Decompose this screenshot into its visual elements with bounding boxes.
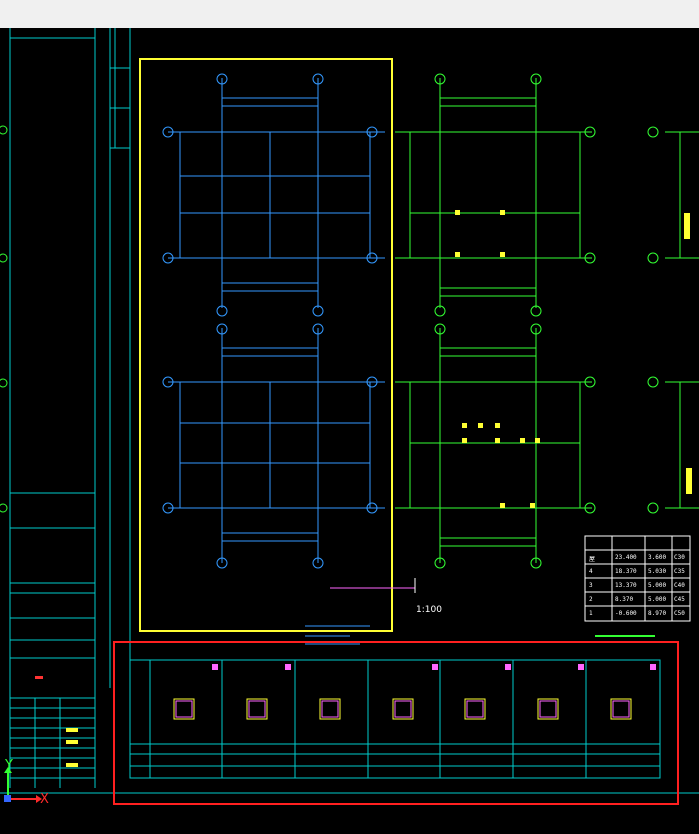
floor-table-cell-height: 3.600 [648, 554, 667, 561]
ucs-x-axis-label: X [40, 792, 49, 807]
floor-table-row: 1 -0.600 8.970 C50 [585, 610, 690, 624]
floor-table-cell-elev: 23.400 [615, 554, 637, 561]
floor-table-cell-floor: 2 [589, 596, 593, 603]
floor-table-cell-grade: C45 [674, 596, 685, 603]
title-block-frame [0, 28, 699, 794]
floor-table-cell-floor: 3 [589, 582, 593, 589]
floor-table-cell-height: 5.030 [648, 568, 667, 575]
selection-box-yellow[interactable] [139, 58, 393, 632]
foundation-plan-bottom-blue [162, 323, 385, 569]
foundation-plan-top-blue [162, 73, 385, 317]
floor-table-row: 4 18.370 5.030 C35 [585, 568, 690, 582]
floor-table-row: 3 13.370 5.000 C40 [585, 582, 690, 596]
floor-table-cell-floor: 4 [589, 568, 593, 575]
window-top-bar [0, 0, 699, 28]
foundation-plan-bottom-green [395, 323, 596, 569]
column-markers [455, 210, 692, 508]
floor-table-cell-elev: 18.370 [615, 568, 637, 575]
floor-table-cell-floor: 屋 [589, 556, 596, 563]
floor-table-row: 2 8.370 5.000 C45 [585, 596, 690, 610]
floor-table-cell-grade: C50 [674, 610, 685, 617]
floor-table-cell-height: 5.000 [648, 582, 667, 589]
floor-table-cell-height: 5.000 [648, 596, 667, 603]
floor-table-cell-floor: 1 [589, 610, 593, 617]
title-block-highlights [35, 676, 78, 767]
floor-table-cell-height: 8.970 [648, 610, 667, 617]
ucs-icon [4, 767, 42, 803]
floor-table-row: 屋 23.400 3.600 C30 [585, 554, 690, 568]
notes-block [305, 625, 370, 645]
floor-elevation-table-frame [584, 535, 691, 622]
selection-box-red[interactable] [113, 641, 679, 805]
drawing-svg [0, 28, 699, 805]
floor-table-cell-elev: 8.370 [615, 596, 634, 603]
floor-table-cell-grade: C40 [674, 582, 685, 589]
floor-table-cell-elev: -0.600 [615, 610, 637, 617]
drawing-scale-label: 1:100 [416, 605, 442, 615]
column-schedule-frame [129, 659, 661, 779]
floor-table-cell-elev: 13.370 [615, 582, 637, 589]
floor-table-cell-grade: C35 [674, 568, 685, 575]
column-section-details [173, 664, 656, 720]
left-axis-bubbles [0, 125, 8, 513]
ucs-y-axis-label: Y [5, 758, 13, 773]
floor-table-cell-grade: C30 [674, 554, 685, 561]
partial-plan-right [647, 126, 699, 514]
foundation-plan-top-green [395, 73, 596, 317]
